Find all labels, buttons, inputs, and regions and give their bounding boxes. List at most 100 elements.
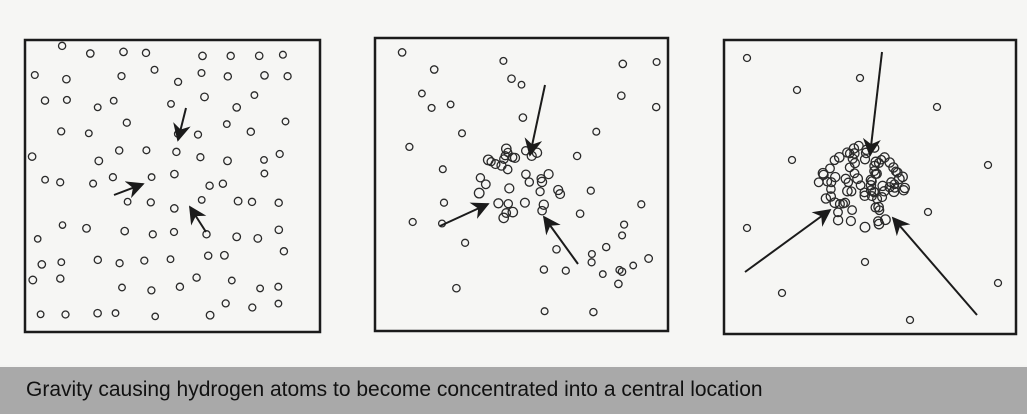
hydrogen-atom (859, 190, 870, 202)
hydrogen-atom (859, 154, 871, 165)
hydrogen-atom (538, 199, 550, 210)
three-panel-diagram (23, 36, 1018, 336)
hydrogen-atom (637, 200, 646, 209)
hydrogen-atom (58, 221, 67, 229)
hydrogen-atom (148, 230, 157, 239)
hydrogen-atom (486, 157, 496, 167)
hydrogen-atom (250, 91, 259, 100)
hydrogen-atom (200, 92, 209, 102)
hydrogen-atom (147, 173, 156, 182)
hydrogen-atom (221, 299, 230, 308)
hydrogen-atom (89, 179, 98, 188)
hydrogen-atom (115, 259, 124, 268)
hydrogen-atom (62, 95, 71, 104)
hydrogen-atom (817, 167, 829, 179)
hydrogen-atom (535, 186, 545, 197)
hydrogen-atom (540, 307, 549, 316)
hydrogen-atom (57, 258, 66, 267)
hydrogen-atom (223, 72, 233, 81)
hydrogen-atom (193, 130, 203, 139)
hydrogen-atom (117, 71, 126, 81)
caption-bar: Gravity causing hydrogen atoms to become… (0, 367, 1027, 414)
hydrogen-atom (248, 303, 257, 312)
hydrogen-atom (196, 153, 205, 162)
hydrogen-atom (519, 197, 530, 208)
hydrogen-atoms-partial-cluster (397, 48, 661, 317)
hydrogen-atom (876, 154, 887, 165)
hydrogen-atom (205, 181, 214, 190)
hydrogen-atom (865, 180, 877, 191)
hydrogen-atom (198, 51, 207, 61)
hydrogen-atom (838, 198, 848, 209)
hydrogen-atom (253, 233, 263, 243)
hydrogen-atom (222, 120, 231, 129)
hydrogen-atom (787, 155, 797, 165)
hydrogen-atom (197, 195, 206, 204)
hydrogen-atom (644, 254, 654, 263)
panel-dispersed (23, 38, 322, 334)
hydrogen-atom (524, 177, 535, 187)
hydrogen-atom (777, 288, 787, 298)
hydrogen-atom (173, 77, 183, 87)
hydrogen-atom (62, 74, 71, 84)
hydrogen-atom (232, 103, 242, 112)
hydrogen-atom (278, 50, 287, 59)
hydrogen-atom (877, 180, 888, 192)
hydrogen-atom (202, 230, 211, 239)
hydrogen-atom (30, 70, 39, 80)
hydrogen-atom (855, 73, 865, 83)
hydrogen-atom (825, 191, 837, 202)
hydrogen-atom (873, 201, 884, 213)
hydrogen-atom (140, 256, 149, 265)
hydrogen-atom (274, 282, 283, 291)
hydrogen-atom (536, 176, 548, 188)
hydrogen-atom (274, 198, 283, 208)
hydrogen-atom (869, 186, 879, 197)
arrow-up-right (744, 208, 832, 273)
arrow-up-left (542, 215, 579, 265)
hydrogen-atom (847, 205, 858, 216)
hydrogen-atom (33, 235, 42, 243)
hydrogen-atom (93, 103, 102, 112)
hydrogen-atom (859, 187, 870, 198)
hydrogen-atom (592, 127, 601, 136)
hydrogen-atom (616, 91, 626, 101)
hydrogen-atom (598, 270, 607, 279)
hydrogen-atom (223, 156, 232, 166)
hydrogen-atom (94, 156, 104, 166)
hydrogen-atom (932, 102, 942, 112)
hydrogen-atom (141, 48, 151, 58)
arrow-down (862, 51, 883, 157)
hydrogen-atom (85, 49, 95, 58)
hydrogen-atom (452, 283, 461, 293)
gravity-arrows (744, 51, 978, 316)
hydrogen-atom (460, 238, 470, 247)
hydrogen-atom (473, 187, 485, 199)
hydrogen-atom (503, 198, 514, 209)
panel-concentrated (722, 38, 1018, 336)
hydrogen-atom (813, 177, 824, 188)
hydrogen-atom (826, 177, 837, 188)
hydrogen-atom (493, 198, 504, 209)
caption: Gravity causing hydrogen atoms to become… (26, 378, 763, 401)
hydrogen-atom (537, 205, 547, 216)
hydrogen-atom (846, 186, 857, 197)
hydrogen-atom (890, 166, 901, 177)
hydrogen-atom (531, 147, 543, 158)
hydrogen-atom (539, 265, 549, 274)
arrow-down (173, 107, 191, 142)
hydrogen-atom (37, 260, 47, 269)
hydrogen-atom (509, 152, 521, 164)
hydrogen-atom (517, 80, 526, 89)
hydrogen-atom (792, 85, 802, 95)
hydrogen-atom (123, 197, 132, 206)
hydrogen-atom (197, 68, 206, 78)
hydrogen-atom (873, 218, 885, 230)
hydrogen-atom (618, 59, 628, 69)
hydrogen-atom (405, 142, 414, 152)
hydrogen-atom (56, 274, 65, 283)
hydrogen-atom (40, 96, 50, 105)
hydrogen-atom (27, 152, 37, 161)
hydrogen-atom (172, 147, 181, 157)
hydrogen-atom (247, 197, 257, 207)
